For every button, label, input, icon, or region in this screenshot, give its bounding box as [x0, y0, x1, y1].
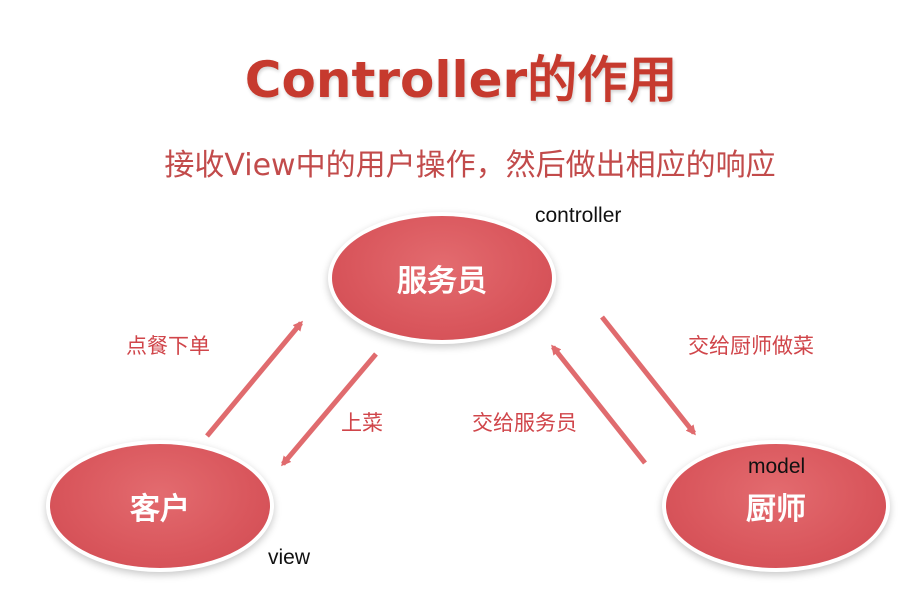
- edge-label-to-chef: 交给厨师做菜: [688, 334, 814, 358]
- node-chef: 厨师: [666, 444, 886, 568]
- arrow-serve: [281, 352, 378, 467]
- edge-label-order: 点餐下单: [126, 334, 210, 358]
- arrow-to-chef: [600, 315, 696, 436]
- node-customer: 客户: [50, 444, 270, 568]
- node-waiter: 服务员: [332, 216, 552, 340]
- page-subtitle: 接收View中的用户操作，然后做出相应的响应: [164, 148, 776, 183]
- edge-label-to-waiter: 交给服务员: [472, 411, 577, 435]
- arrow-order: [205, 320, 303, 438]
- page-title: Controller的作用: [244, 51, 678, 109]
- role-view-label: view: [268, 546, 311, 569]
- role-controller-label: controller: [535, 204, 622, 227]
- edge-label-serve: 上菜: [341, 411, 383, 435]
- role-model-label: model: [748, 455, 806, 478]
- arrow-to-waiter: [551, 344, 647, 465]
